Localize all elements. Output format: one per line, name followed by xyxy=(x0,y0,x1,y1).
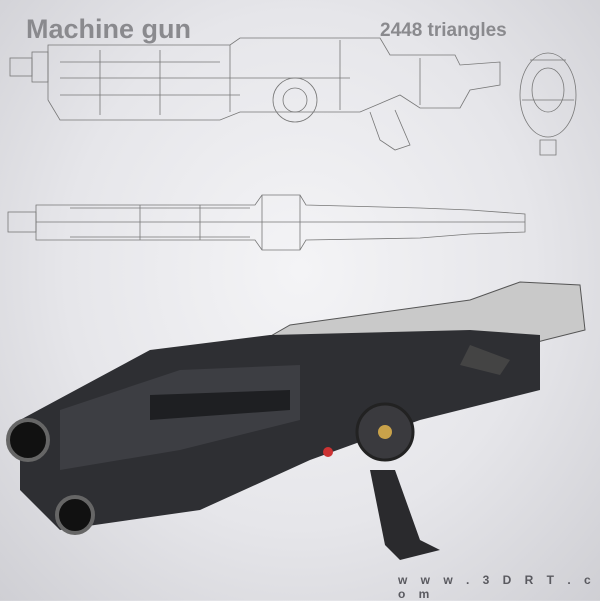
website-watermark: w w w . 3 D R T . c o m xyxy=(398,573,596,601)
rendered-gun xyxy=(6,281,586,560)
model-title: Machine gun xyxy=(26,14,192,44)
wireframe-top-view xyxy=(7,194,526,251)
wireframe-side-view xyxy=(9,37,501,151)
wireframe-front-view xyxy=(519,52,577,156)
triangle-count: 2448 triangles xyxy=(380,20,507,41)
